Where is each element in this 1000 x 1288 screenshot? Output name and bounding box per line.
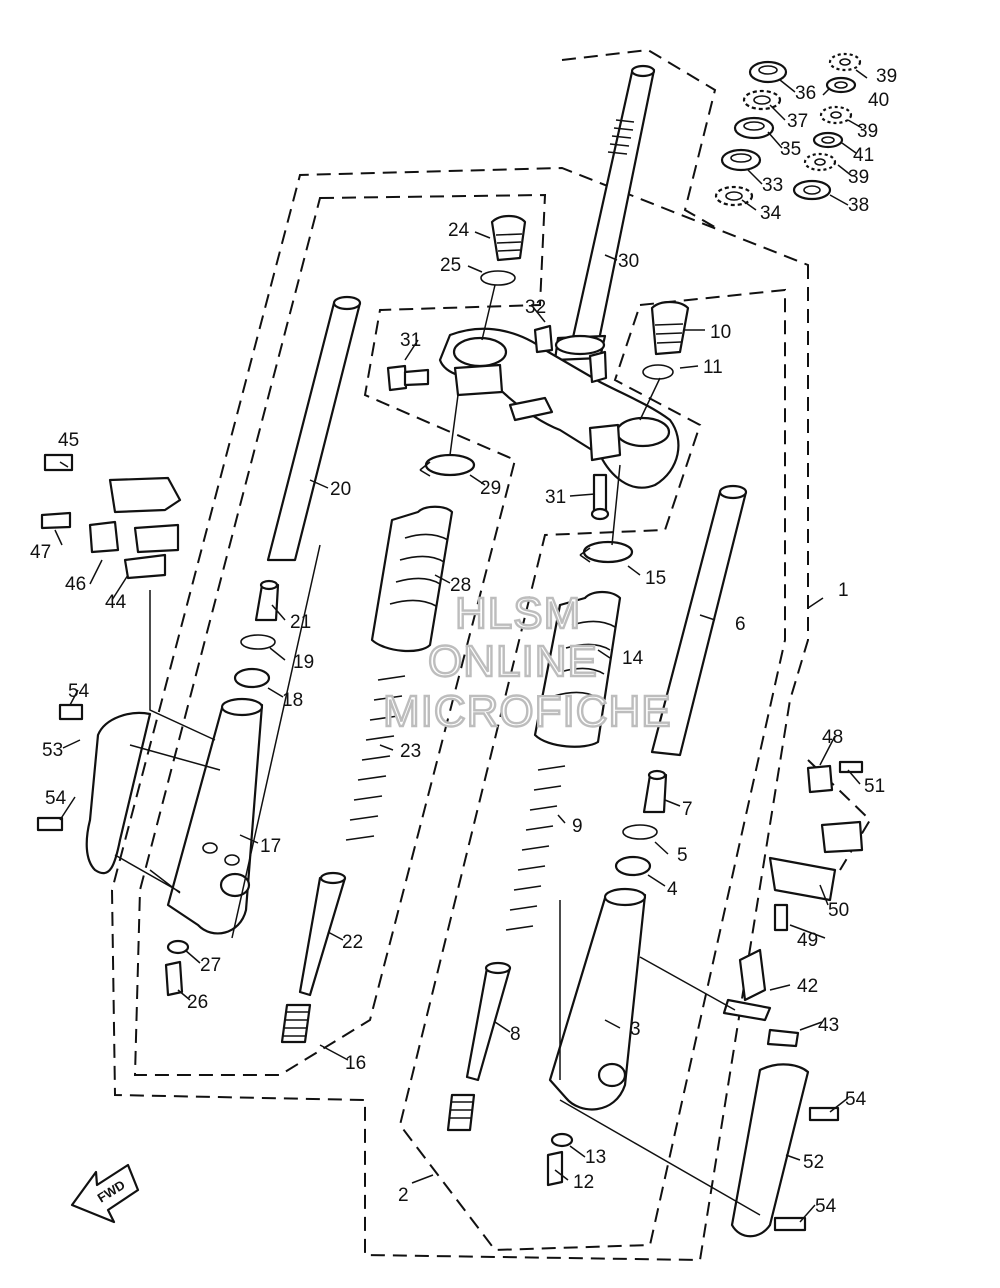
callout-49: 49	[797, 930, 818, 951]
callout-30: 30	[618, 251, 639, 272]
callout-10: 10	[710, 322, 731, 343]
callout-29: 29	[480, 478, 501, 499]
callout-54-a: 54	[68, 681, 90, 702]
callout-39-a: 39	[876, 66, 897, 87]
callout-39-b: 39	[857, 121, 878, 142]
callout-6: 6	[735, 614, 746, 635]
callout-38: 38	[848, 195, 869, 216]
callout-22: 22	[342, 932, 363, 953]
callout-31-left: 31	[400, 330, 421, 351]
watermark-line-3: MICROFICHE	[383, 687, 672, 736]
callout-12: 12	[573, 1172, 594, 1193]
callout-labels: 1 2 3 4 5 6 7 8 9 10 11 12 13 14 15 16 1…	[30, 66, 897, 1217]
callout-46: 46	[65, 574, 86, 595]
callout-33: 33	[762, 175, 783, 196]
callout-11: 11	[703, 357, 723, 378]
callout-5: 5	[677, 845, 688, 866]
callout-32: 32	[525, 297, 546, 318]
assembly-2-boundary	[398, 288, 786, 1252]
leader-lines	[54, 69, 868, 1223]
callout-15: 15	[645, 568, 666, 589]
callout-1: 1	[838, 580, 849, 601]
callout-7: 7	[682, 799, 693, 820]
fork-guards	[85, 711, 810, 1238]
callout-3: 3	[630, 1019, 641, 1040]
right-fork-leg	[446, 484, 748, 1187]
callout-44: 44	[105, 592, 127, 613]
callout-2: 2	[398, 1185, 409, 1206]
bearing-stack	[714, 52, 862, 207]
callout-43: 43	[818, 1015, 839, 1036]
callout-4: 4	[667, 879, 678, 900]
under-bracket	[438, 324, 680, 489]
callout-25: 25	[440, 255, 461, 276]
callout-39-c: 39	[848, 167, 869, 188]
callout-35: 35	[780, 139, 801, 160]
callout-53: 53	[42, 740, 63, 761]
callout-26: 26	[187, 992, 208, 1013]
assembly-1-boundary	[110, 48, 809, 1262]
callout-9: 9	[572, 816, 583, 837]
assembly-16-boundary	[133, 193, 547, 1076]
callout-42: 42	[797, 976, 818, 997]
callout-34: 34	[760, 203, 782, 224]
callout-16: 16	[345, 1053, 366, 1074]
callout-23: 23	[400, 741, 421, 762]
callout-48: 48	[822, 727, 843, 748]
callout-17: 17	[260, 836, 281, 857]
left-fork-leg	[164, 295, 454, 1044]
callout-14: 14	[622, 648, 644, 669]
callout-19: 19	[293, 652, 314, 673]
callout-21: 21	[290, 612, 311, 633]
callout-45: 45	[58, 430, 79, 451]
brackets	[36, 453, 864, 1232]
callout-28: 28	[450, 575, 471, 596]
callout-51: 51	[864, 776, 885, 797]
callout-52: 52	[803, 1152, 824, 1173]
hose-clamps	[419, 453, 634, 564]
callout-24: 24	[448, 220, 470, 241]
callout-54-d: 54	[815, 1196, 837, 1217]
callout-54-c: 54	[845, 1089, 867, 1110]
watermark-line-2: ONLINE	[428, 637, 598, 686]
callout-47: 47	[30, 542, 51, 563]
pinch-bolts	[386, 364, 610, 521]
callout-54-b: 54	[45, 788, 67, 809]
callout-40: 40	[868, 90, 889, 111]
watermark: HLSM ONLINE MICROFICHE	[382, 588, 672, 737]
callout-41: 41	[853, 145, 874, 166]
callout-36: 36	[795, 83, 816, 104]
callout-13: 13	[585, 1147, 606, 1168]
steering-stem	[553, 64, 656, 362]
callout-20: 20	[330, 479, 351, 500]
watermark-line-1: HLSM	[455, 589, 581, 638]
callout-18: 18	[282, 690, 303, 711]
callout-50: 50	[828, 900, 849, 921]
callout-31-right: 31	[545, 487, 566, 508]
callout-8: 8	[510, 1024, 521, 1045]
forward-arrow-icon: FWD	[70, 1163, 140, 1224]
callout-37: 37	[787, 111, 808, 132]
callout-27: 27	[200, 955, 221, 976]
cap-bolts	[480, 214, 690, 380]
